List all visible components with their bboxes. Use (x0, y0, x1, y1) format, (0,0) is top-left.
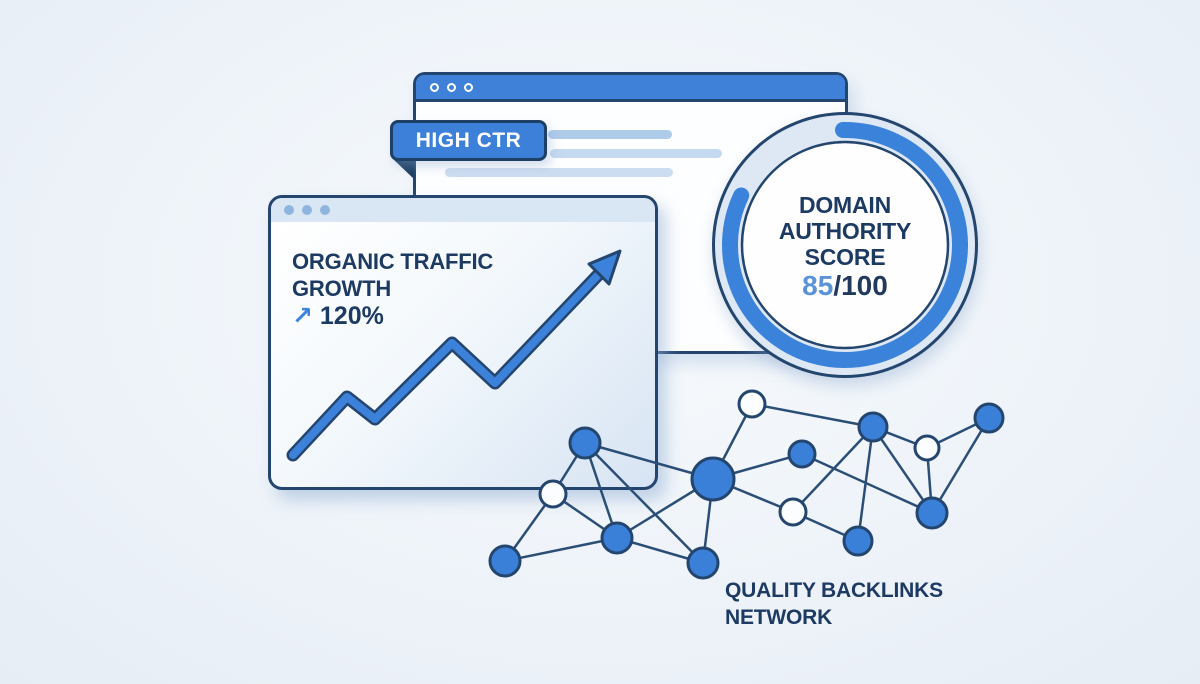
window-control-dot-icon (464, 82, 473, 92)
card-title-line1: ORGANIC TRAFFIC (292, 249, 494, 274)
network-edge (751, 402, 874, 429)
gauge-text-block: DOMAIN AUTHORITY SCORE 85/100 (725, 192, 965, 301)
gauge-title-line3: SCORE (804, 244, 886, 270)
network-edge (926, 416, 990, 450)
card-titlebar (271, 198, 655, 222)
card-title: ORGANIC TRAFFIC GROWTH (292, 248, 493, 302)
network-node-blue (600, 521, 634, 555)
network-node-blue (915, 496, 949, 530)
network-edge (712, 452, 803, 481)
network-edge (616, 536, 704, 565)
network-edge (925, 447, 934, 514)
placeholder-text-bar (548, 130, 672, 139)
growth-line-chart (286, 249, 622, 462)
network-edge (792, 510, 859, 543)
window-control-dot-icon (302, 205, 312, 215)
gauge-title-line1: DOMAIN (798, 192, 892, 218)
card-stat-value: 120% (319, 302, 384, 330)
network-edge (504, 536, 618, 563)
network-node-blue (973, 402, 1005, 434)
network-node-blue (842, 525, 874, 557)
network-node-white (778, 497, 808, 527)
network-node-blue (488, 544, 522, 578)
placeholder-text-bar (550, 149, 722, 158)
gauge-title-line2: AUTHORITY (778, 218, 912, 244)
growth-line (289, 270, 603, 459)
network-node-white (737, 389, 767, 419)
network-edge (930, 417, 991, 514)
gauge-inner-circle (740, 140, 950, 350)
window-control-dot-icon (320, 205, 330, 215)
network-label-line1: QUALITY BACKLINKS (725, 579, 943, 602)
network-edge (712, 477, 794, 514)
gauge-score: 85/100 (725, 270, 965, 301)
network-edge (792, 426, 874, 513)
up-right-arrow-icon: ↗ (292, 302, 313, 330)
network-node-blue (787, 439, 817, 469)
organic-traffic-card: ORGANIC TRAFFIC GROWTH ↗ 120% (268, 195, 658, 490)
network-edge (503, 493, 555, 562)
network-node-white (913, 434, 941, 462)
card-title-line2: GROWTH (292, 276, 392, 301)
network-edge (871, 426, 934, 514)
network-label: QUALITY BACKLINKS NETWORK (725, 577, 943, 631)
gauge-score-max: 100 (841, 270, 888, 301)
growth-arrow-icon (587, 249, 622, 286)
network-edge (701, 478, 715, 564)
network-node-blue (690, 456, 736, 502)
network-node-blue (686, 546, 720, 580)
back-window-titlebar (416, 75, 845, 102)
growth-line-outline (286, 267, 606, 462)
window-control-dot-icon (430, 82, 439, 92)
network-label-line2: NETWORK (725, 606, 833, 629)
placeholder-text-bar (445, 168, 673, 177)
window-control-dot-icon (447, 82, 456, 92)
network-edge (552, 492, 618, 540)
domain-authority-gauge (712, 112, 978, 378)
gauge-progress-arc (722, 121, 968, 368)
network-node-blue (857, 411, 889, 443)
badge-fold-triangle (392, 158, 414, 179)
high-ctr-badge-label: HIGH CTR (415, 128, 522, 152)
window-control-dot-icon (284, 205, 294, 215)
network-edge (711, 403, 754, 480)
network-edge (801, 452, 933, 515)
network-edge (872, 425, 928, 450)
gauge-score-separator: / (833, 270, 842, 301)
network-edge (856, 426, 875, 542)
gauge-score-value: 85 (802, 270, 834, 301)
card-stat: ↗ 120% (292, 301, 384, 331)
high-ctr-badge: HIGH CTR (390, 120, 547, 161)
